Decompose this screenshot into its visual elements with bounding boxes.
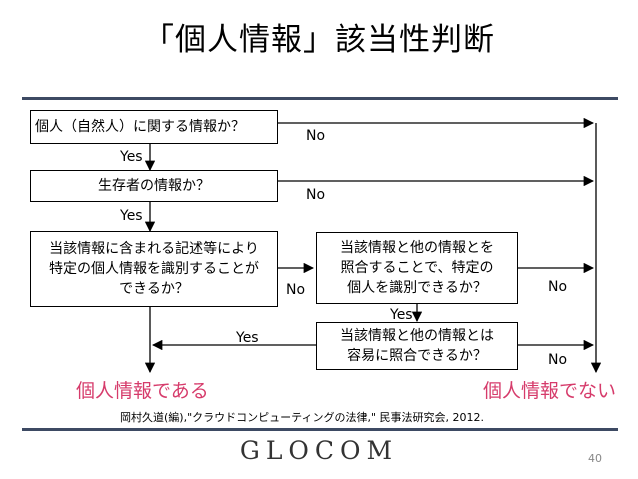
slide-title: 「個人情報」該当性判断 <box>143 22 495 58</box>
label-q5-no: No <box>548 352 568 368</box>
label-q1-no: No <box>306 128 326 144</box>
question-identifiable-alone: 当該情報に含まれる記述等により 特定の個人情報を識別することが できるか？ <box>30 231 278 307</box>
label-q4-yes: Yes <box>390 307 413 323</box>
page-number: 40 <box>588 452 602 465</box>
label-q5-yes: Yes <box>236 330 259 346</box>
top-rule <box>22 97 618 100</box>
label-q1-yes: Yes <box>120 149 143 165</box>
bottom-rule <box>22 428 618 431</box>
question-easily-collated: 当該情報と他の情報とは 容易に照合できるか？ <box>316 322 518 370</box>
result-not-personal-info: 個人情報でない <box>483 380 617 402</box>
question-living-person: 生存者の情報か？ <box>30 170 278 202</box>
label-q2-yes: Yes <box>120 208 143 224</box>
question-identifiable-combined: 当該情報と他の情報とを 照合することで、特定の 個人を識別できるか？ <box>316 232 518 304</box>
citation: 岡村久道(編),"クラウドコンピューティングの法律," 民事法研究会, 2012… <box>120 411 485 424</box>
result-personal-info: 個人情報である <box>76 380 209 402</box>
glocom-logo: GLOCOM <box>239 436 399 465</box>
label-q2-no: No <box>306 187 326 203</box>
label-q4-no: No <box>548 279 568 295</box>
label-q3-no: No <box>286 282 306 298</box>
question-natural-person: 個人（自然人）に関する情報か？ <box>30 110 278 144</box>
